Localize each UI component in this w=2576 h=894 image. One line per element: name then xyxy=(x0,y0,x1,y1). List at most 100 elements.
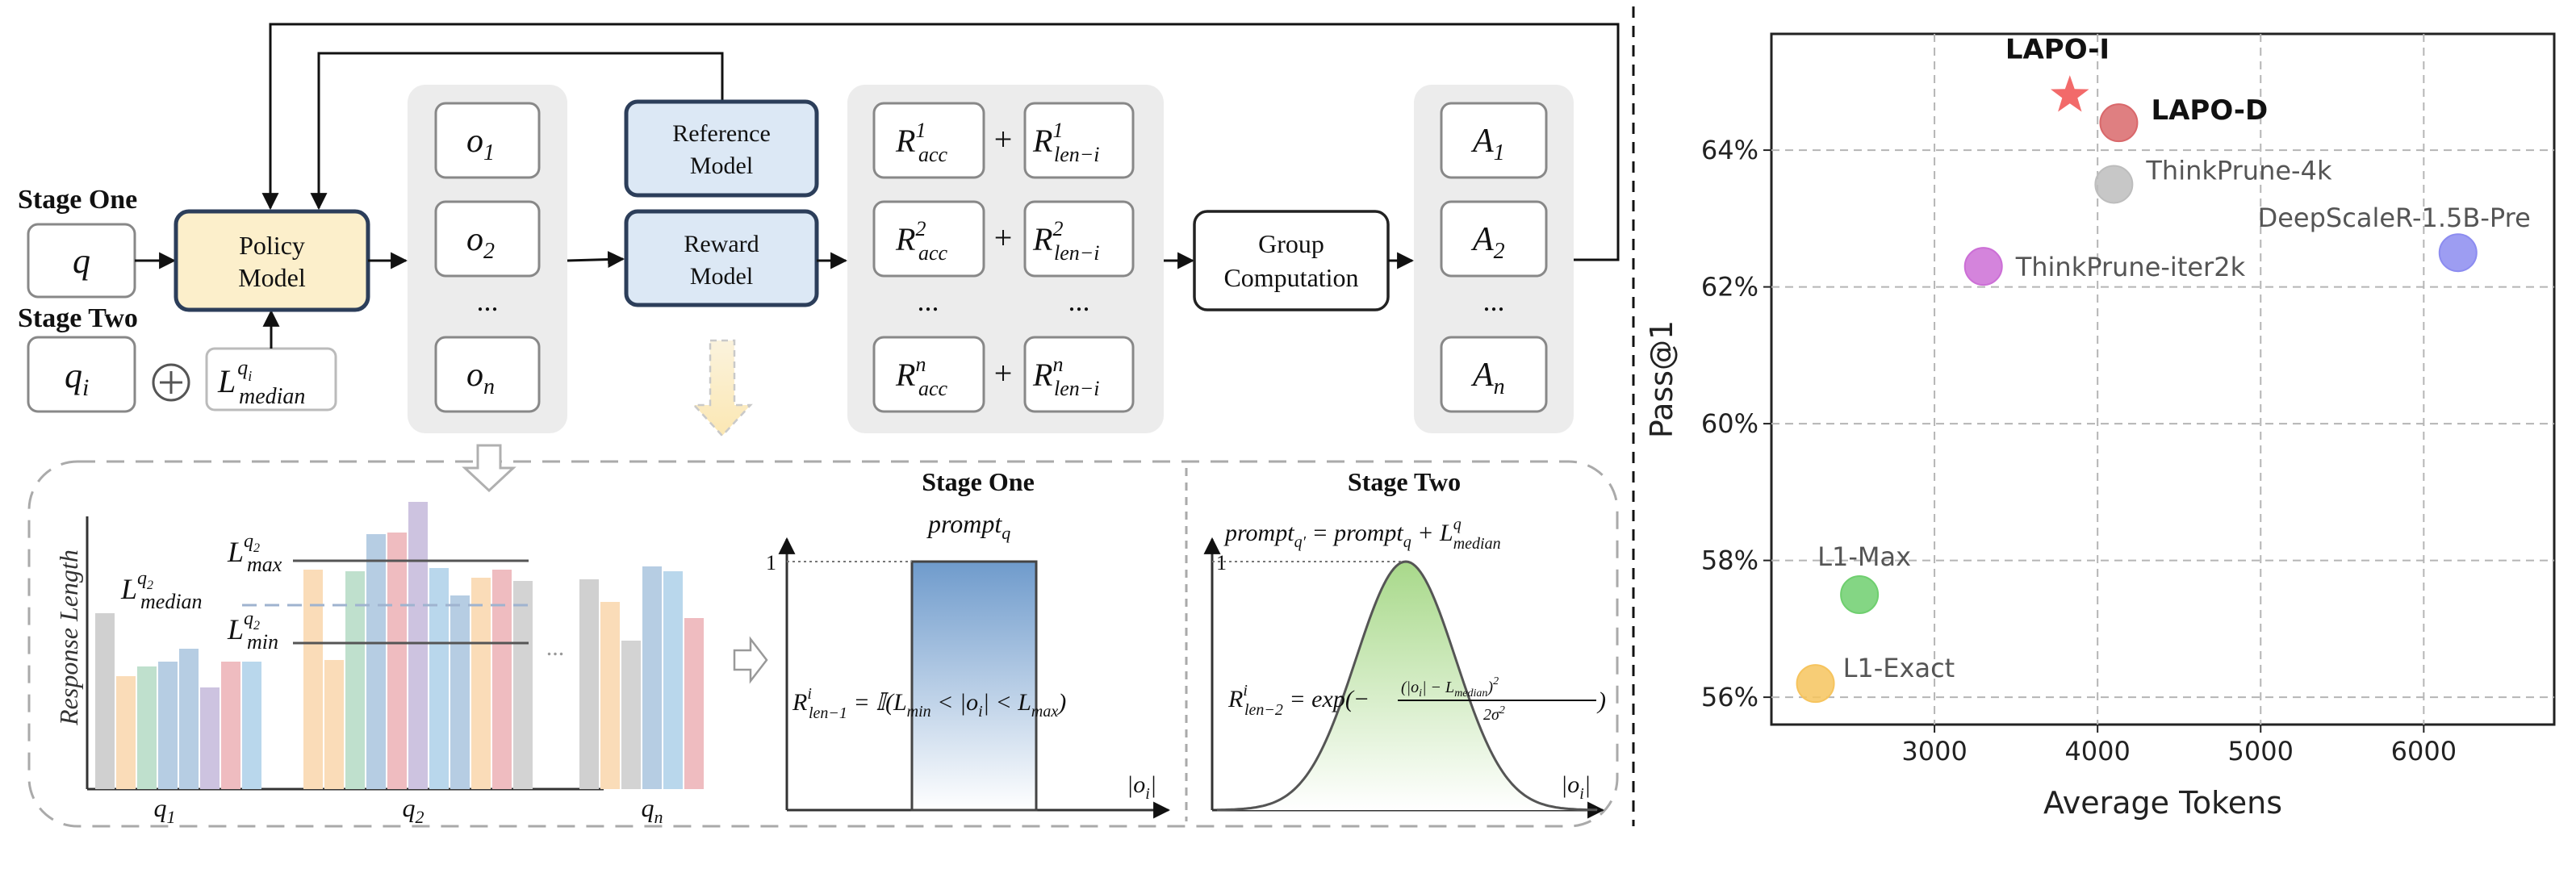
outline-down-arrow-icon xyxy=(462,444,516,493)
advantage-box-n xyxy=(1440,336,1548,413)
plus-2: + xyxy=(994,219,1013,256)
stage-two-formula-numerator: (|oi| − Lmedian)2 xyxy=(1401,675,1499,700)
bar-dots: ... xyxy=(546,634,565,661)
point-label: ThinkPrune-4k xyxy=(2145,155,2332,186)
length-bar xyxy=(345,571,365,789)
group-computation-line2: Computation xyxy=(1223,263,1358,292)
stage-two-xlabel: |oi| xyxy=(1561,771,1591,803)
group-label-qn: qn xyxy=(642,793,663,827)
uniform-reward-region xyxy=(910,560,1038,812)
output-2: o2 xyxy=(466,221,495,264)
point-marker xyxy=(2099,103,2139,143)
length-bar xyxy=(200,687,220,789)
reference-model-line2: Model xyxy=(690,152,753,179)
reward-model-box xyxy=(624,209,819,307)
output-1: o1 xyxy=(466,123,495,165)
reference-model-box xyxy=(624,99,819,198)
point-label: LAPO-I xyxy=(2005,33,2110,65)
y-tick-label: 56% xyxy=(1701,682,1758,712)
policy-model-line2: Model xyxy=(238,263,306,292)
feedback-loop-reference xyxy=(310,52,724,211)
x-tick-label: 3000 xyxy=(1901,736,1967,767)
y-tick-label: 58% xyxy=(1701,545,1758,576)
length-bar xyxy=(492,570,512,789)
length-bar xyxy=(158,662,178,789)
length-bar xyxy=(303,570,323,789)
plus-n: + xyxy=(994,355,1013,391)
y-tick-label: 64% xyxy=(1701,135,1758,165)
output-n: on xyxy=(466,357,495,399)
x-axis-label: Average Tokens xyxy=(2043,785,2282,821)
length-bar xyxy=(663,571,683,789)
y-tick-label: 60% xyxy=(1701,408,1758,439)
point-label: ThinkPrune-iter2k xyxy=(2015,252,2246,282)
stage-two-label: Stage Two xyxy=(18,303,138,333)
stage-one-xlabel: |oi| xyxy=(1127,771,1156,803)
length-bar xyxy=(408,502,428,789)
gaussian-reward-area xyxy=(1217,562,1598,810)
qi-sub: i xyxy=(82,374,89,401)
qi-box xyxy=(27,336,136,413)
grid-lines xyxy=(1771,34,2554,725)
response-length-label: Response Length xyxy=(54,549,83,726)
length-bar xyxy=(95,613,115,789)
length-bar xyxy=(221,662,240,789)
length-bar xyxy=(242,662,261,789)
group-computation-box xyxy=(1193,210,1390,311)
point-label: L1-Exact xyxy=(1843,653,1955,683)
length-bar xyxy=(579,579,599,789)
y-ticks: 56% 58% 60% 62% 64% xyxy=(1701,135,1771,712)
advantage-n: An xyxy=(1470,357,1505,399)
stage-one-prompt: promptq xyxy=(926,509,1010,543)
output-box-1 xyxy=(434,102,541,179)
length-bar xyxy=(366,534,386,789)
group-label-q2: q2 xyxy=(403,793,424,827)
x-ticks: 3000 4000 5000 6000 xyxy=(1901,725,2457,767)
x-tick-label: 6000 xyxy=(2391,736,2457,767)
point-marker-star xyxy=(2051,75,2089,112)
reward-model-line2: Model xyxy=(690,263,753,290)
length-bar xyxy=(684,618,704,789)
group-computation-line1: Group xyxy=(1258,229,1324,258)
stage-two-title: Stage Two xyxy=(1348,467,1461,496)
y-tick-label: 62% xyxy=(1701,272,1758,303)
length-bar xyxy=(450,595,470,789)
point-label: DeepScaleR-1.5B-Pre xyxy=(2258,203,2531,233)
advantage-2: A2 xyxy=(1470,221,1505,264)
reference-model-line1: Reference xyxy=(672,120,771,147)
hollow-right-arrow-icon xyxy=(733,636,768,684)
point-label: LAPO-D xyxy=(2151,94,2268,127)
length-bar xyxy=(513,581,533,789)
output-box-2 xyxy=(434,200,541,278)
reward-ellipsis-left: ... xyxy=(918,285,939,317)
policy-model-line1: Policy xyxy=(239,231,305,260)
stage-two-y-one: 1 xyxy=(1216,551,1227,574)
reward-model-line1: Reward xyxy=(684,231,759,257)
stage-one-label: Stage One xyxy=(18,185,137,215)
plus-1: + xyxy=(994,121,1013,157)
policy-model-box xyxy=(174,209,370,312)
down-arrow-icon xyxy=(692,339,753,437)
x-tick-label: 5000 xyxy=(2228,736,2294,767)
feedback-loop-outer xyxy=(261,23,1620,261)
length-bar xyxy=(387,533,407,789)
length-bar xyxy=(137,666,157,789)
stage-two-formula-end: ) xyxy=(1596,687,1606,714)
stage-one-title: Stage One xyxy=(922,467,1035,496)
x-tick-label: 4000 xyxy=(2064,736,2130,767)
output-box-n xyxy=(434,336,541,413)
group-label-q1: q1 xyxy=(154,793,176,827)
point-marker xyxy=(1840,574,1880,614)
